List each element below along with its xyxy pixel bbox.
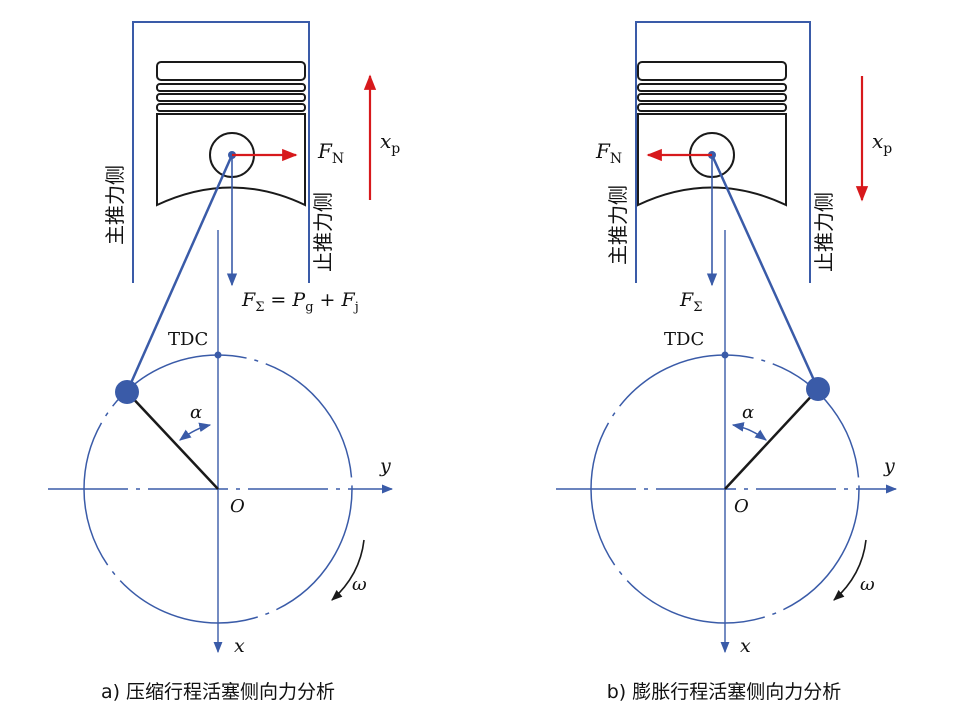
x-axis-label-a: x [234, 635, 245, 657]
cylinder-wall-a [132, 21, 310, 283]
force-sum-equation-a: FΣ = Pg + Fj [241, 289, 359, 315]
angle-arc-b [731, 422, 767, 441]
angle-arc-a [179, 422, 212, 441]
crank-pin-a [115, 380, 139, 404]
caption-a: a) 压缩行程活塞侧向力分析 [101, 681, 335, 703]
connecting-rod-b [710, 154, 820, 390]
tdc-label-a: TDC [168, 329, 208, 350]
omega-label-a: ω [352, 574, 367, 595]
side-label-left-a: 主推力侧 [103, 165, 127, 245]
piston-b [637, 61, 787, 207]
origin-label-a: O [230, 496, 245, 517]
crank-arm-a [126, 391, 219, 490]
caption-b: b) 膨胀行程活塞侧向力分析 [607, 681, 842, 703]
tdc-point-b [721, 351, 729, 359]
panel-a: 主推力侧 止推力侧 FN xp FΣ = Pg + Fj TDC α O y x… [48, 21, 400, 703]
side-label-right-b: 止推力侧 [812, 192, 836, 272]
rotation-arrow-b [833, 539, 867, 601]
y-axis-label-b: y [883, 455, 895, 477]
rotation-arrow-a [331, 539, 365, 601]
connecting-rod-a [125, 154, 234, 393]
normal-force-label-a: FN [317, 139, 344, 167]
side-label-left-b: 主推力侧 [606, 185, 630, 265]
panel-b: 主推力侧 止推力侧 FN xp FΣ TDC α O y x ω b) 膨胀行程… [556, 21, 898, 703]
tdc-label-b: TDC [664, 329, 704, 350]
piston-a [156, 61, 306, 207]
crank-arm-b [724, 388, 819, 490]
angle-label-b: α [742, 402, 754, 423]
force-sum-label-b: FΣ [679, 289, 702, 315]
stroke-label-b: xp [872, 129, 892, 157]
origin-label-b: O [734, 496, 749, 517]
omega-label-b: ω [860, 574, 875, 595]
side-label-right-a: 止推力侧 [311, 192, 335, 272]
cylinder-wall-b [635, 21, 811, 283]
angle-label-a: α [190, 402, 202, 423]
normal-force-label-b: FN [595, 139, 622, 167]
crank-pin-b [806, 377, 830, 401]
stroke-label-a: xp [380, 129, 400, 157]
x-axis-label-b: x [740, 635, 751, 657]
y-axis-label-a: y [379, 455, 391, 477]
tdc-point-a [214, 351, 222, 359]
